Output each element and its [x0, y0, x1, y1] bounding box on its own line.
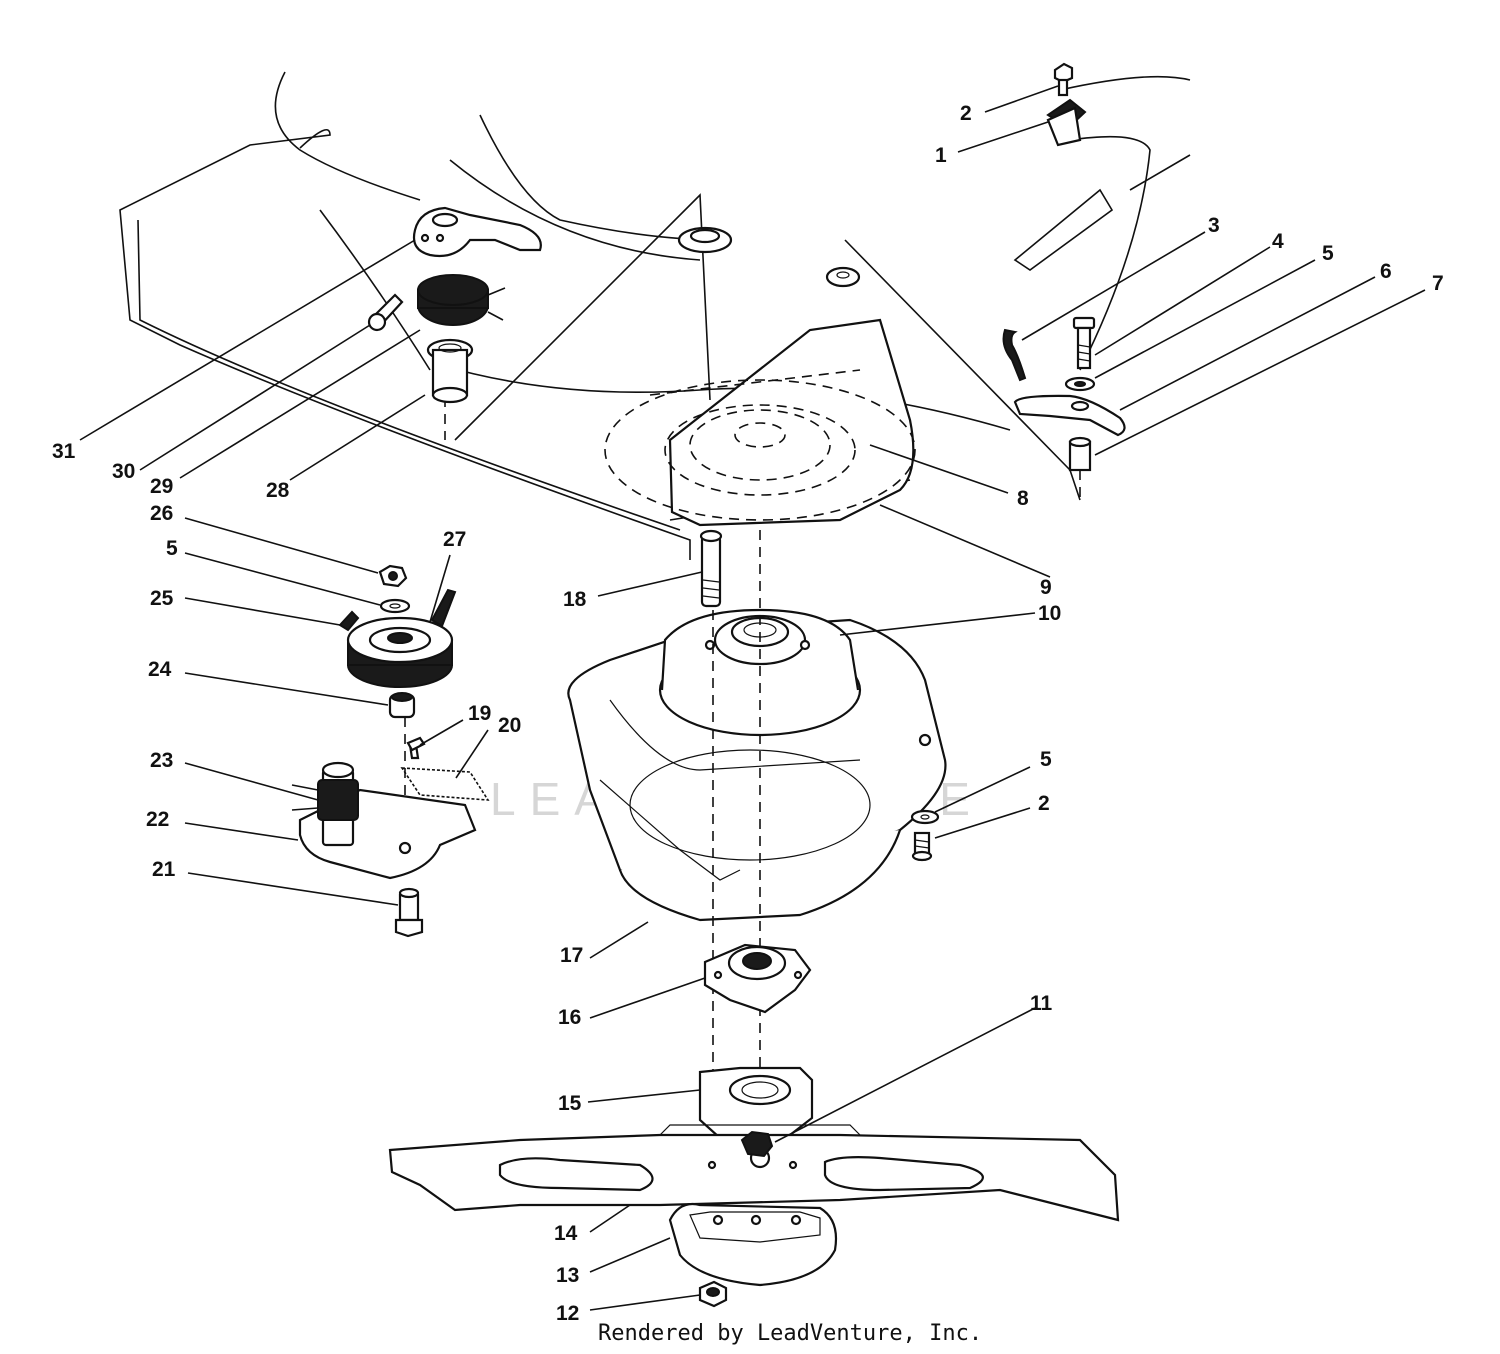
callout-15: 15: [558, 1092, 582, 1115]
mower-deck-outline: [119, 71, 1191, 560]
callout-16: 16: [558, 1006, 581, 1029]
part-11-spindle-nut: [740, 1130, 774, 1158]
callout-1: 1: [935, 144, 947, 167]
callout-29: 29: [150, 475, 173, 498]
part-5-washer-right-low: [910, 809, 940, 825]
part-30-bolt: [367, 293, 404, 332]
callout-25: 25: [150, 587, 174, 610]
part-9-plate: [604, 318, 916, 527]
callout-4: 4: [1272, 230, 1284, 253]
callout-30: 30: [112, 460, 135, 483]
callout-labels: 2 1 3 4 5 6 7 8 9 10 11 12 13 14 15 16 1…: [52, 102, 1444, 1325]
callout-14: 14: [554, 1222, 578, 1245]
callout-24: 24: [148, 658, 172, 681]
part-6-idler-arm: [1013, 394, 1126, 437]
callout-5-right-low: 5: [1040, 748, 1052, 771]
part-25-idler-pulley: [346, 616, 454, 688]
part-21-bolt: [394, 887, 424, 938]
part-24-spacer: [388, 692, 416, 719]
part-29-spring: [417, 274, 506, 326]
part-15-blade-adapter: [698, 1066, 814, 1140]
part-16-flange-bearing: [703, 943, 812, 1014]
callout-23: 23: [150, 749, 173, 772]
callout-21: 21: [152, 858, 176, 881]
part-13-blade-plate: [668, 1202, 838, 1287]
leader-lines: [79, 85, 1426, 1311]
callout-27: 27: [443, 528, 466, 551]
callout-5-right-top: 5: [1322, 242, 1334, 265]
callout-3: 3: [1208, 214, 1220, 237]
part-2-bolt-right: [911, 831, 933, 862]
callout-6: 6: [1380, 260, 1392, 283]
callout-26: 26: [150, 502, 173, 525]
callout-20: 20: [498, 714, 521, 737]
render-credit: Rendered by LeadVenture, Inc.: [598, 1321, 982, 1346]
part-19-screw: [406, 736, 426, 760]
part-3-spring-clip: [1002, 328, 1027, 382]
part-5-washer-left: [379, 598, 411, 614]
part-1-clip: [1046, 98, 1087, 147]
callout-28: 28: [266, 479, 290, 502]
callout-31: 31: [52, 440, 76, 463]
part-27-belt-guide: [338, 588, 457, 632]
callout-13: 13: [556, 1264, 579, 1287]
part-12-nut: [698, 1280, 728, 1308]
callout-17: 17: [560, 944, 583, 967]
callout-19: 19: [468, 702, 491, 725]
callout-22: 22: [146, 808, 169, 831]
callout-7: 7: [1432, 272, 1444, 295]
part-28-bushing: [426, 338, 474, 404]
callout-18: 18: [563, 588, 587, 611]
callout-9: 9: [1040, 576, 1052, 599]
part-7-spacer: [1068, 436, 1092, 472]
part-18-bolt: [699, 529, 723, 608]
callout-12: 12: [556, 1302, 579, 1325]
part-26-nut: [378, 564, 408, 588]
callout-5-left: 5: [166, 537, 178, 560]
part-5-washer-right-top: [1064, 376, 1096, 392]
callout-2-right: 2: [1038, 792, 1050, 815]
part-31-idler-arm: [412, 206, 542, 258]
callout-10: 10: [1038, 602, 1061, 625]
part-2-bolt-top: [1053, 62, 1074, 97]
callout-8: 8: [1017, 487, 1029, 510]
part-23-spring-post: [291, 761, 359, 847]
part-20-decal: [400, 767, 490, 801]
callout-11: 11: [1030, 992, 1053, 1015]
part-14-blade: [388, 1124, 1120, 1222]
part-4-bolt: [1072, 316, 1096, 370]
callout-2-top: 2: [960, 102, 972, 125]
